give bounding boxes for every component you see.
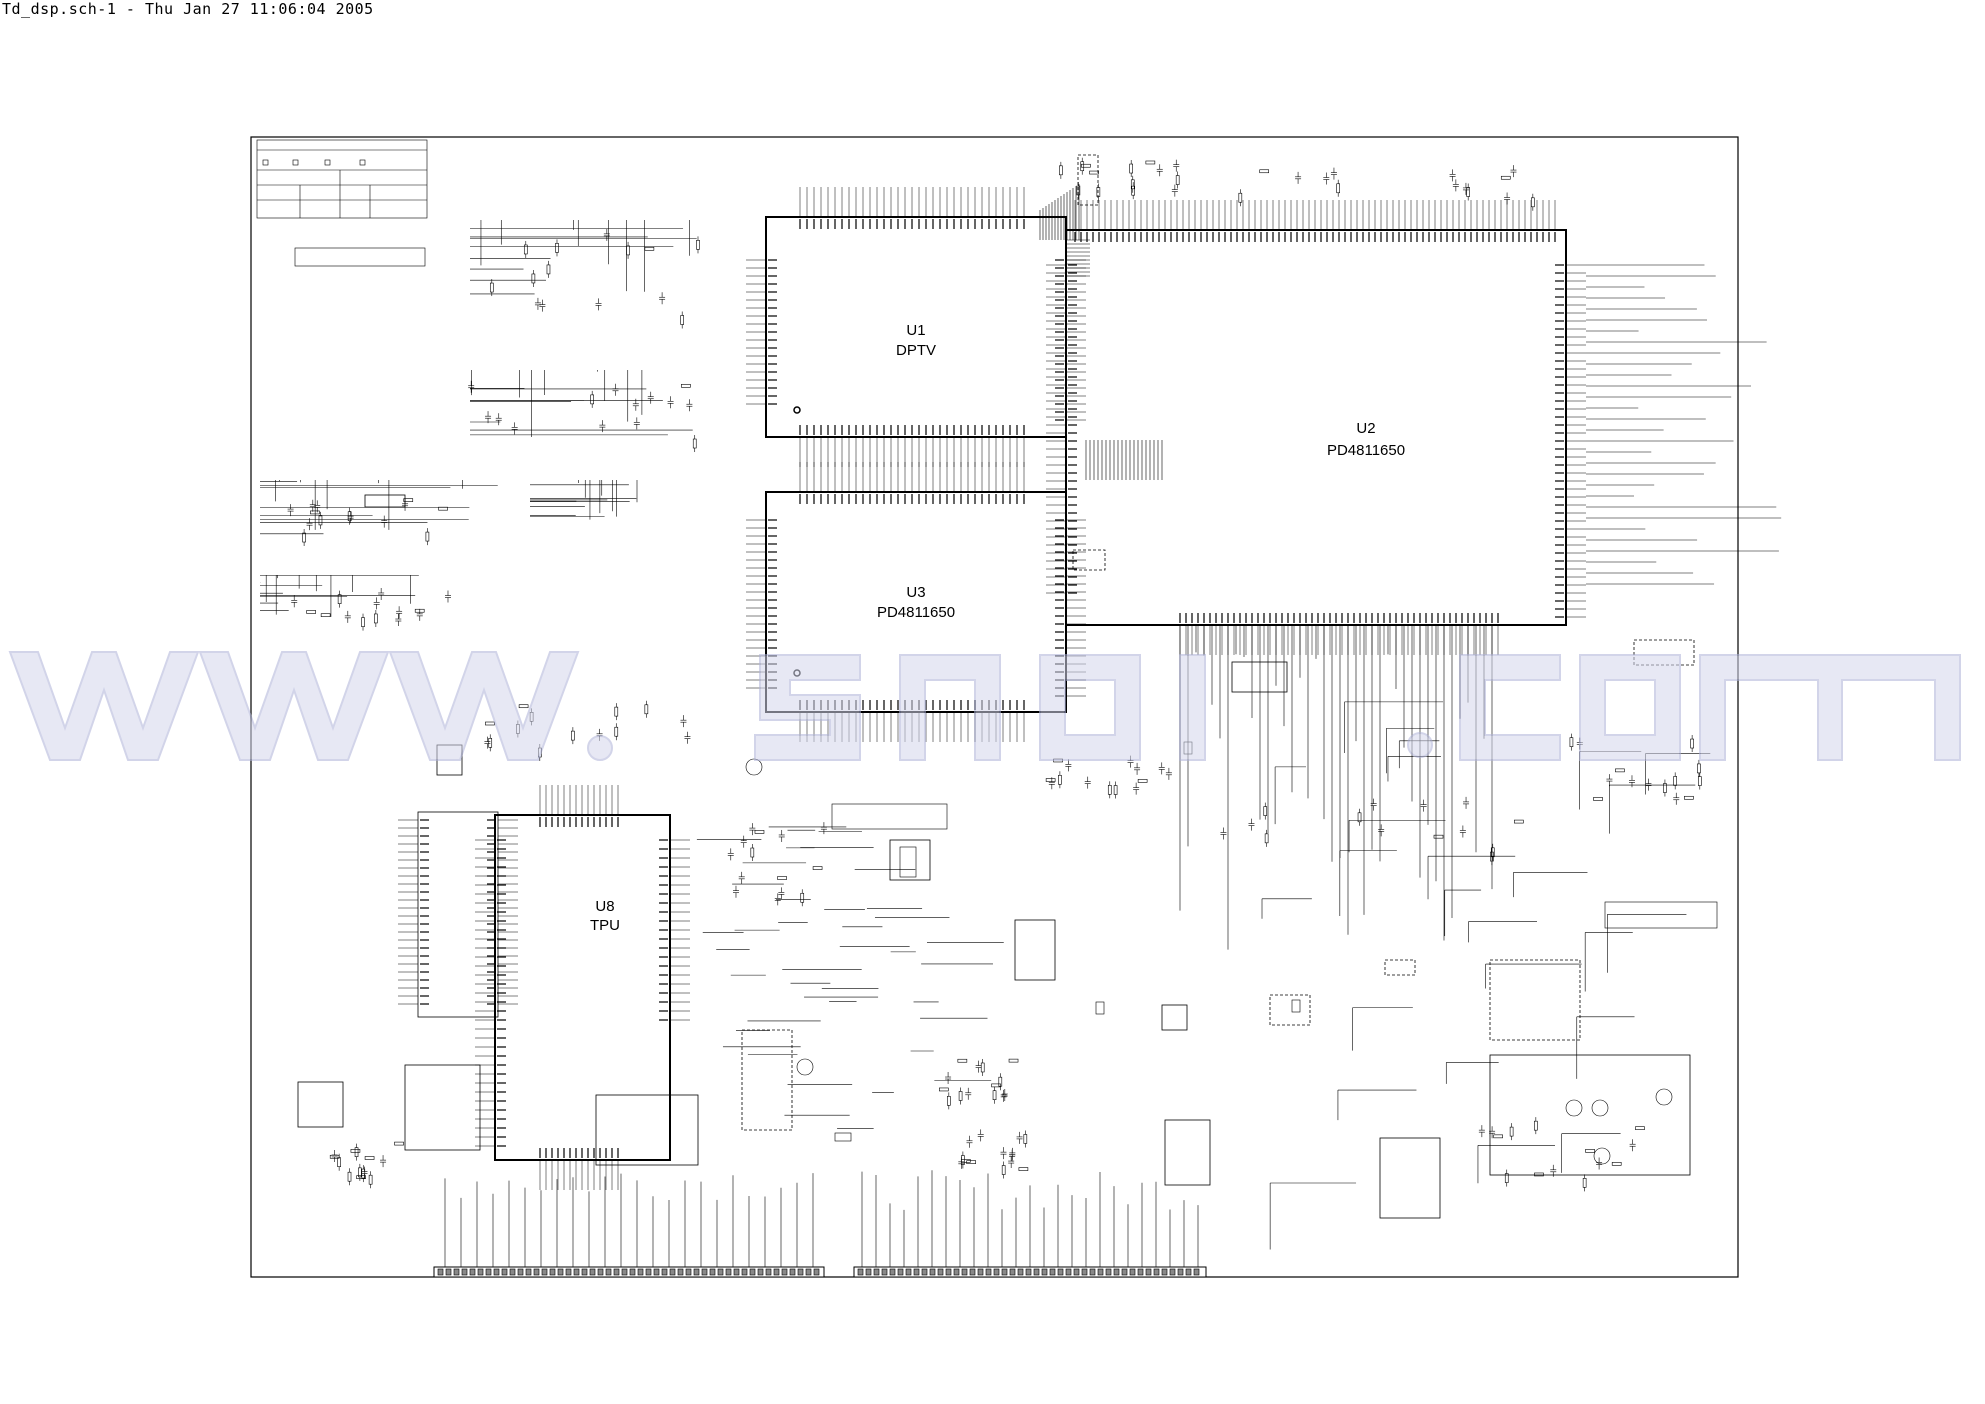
u1-chip-body <box>1065 229 1567 626</box>
u3-part-label: PD4811650 <box>877 604 955 621</box>
u1-part-label: PD4811650 <box>1327 442 1405 459</box>
small-ic-group <box>297 154 1695 1219</box>
u3-ref-label: U3 <box>906 584 925 601</box>
u8-chip-body <box>494 814 671 1161</box>
note-box <box>294 247 426 267</box>
connector-j-left <box>433 1266 825 1278</box>
note-box-2 <box>831 803 948 830</box>
watermark-logo <box>8 651 1961 761</box>
u2-part-label: DPTV <box>896 342 936 359</box>
u8-part-label: TPU <box>590 917 620 934</box>
note-box-3 <box>1604 901 1718 929</box>
title-block <box>256 139 428 219</box>
u2-ref-label: U1 <box>906 322 925 339</box>
u1-ref-label: U2 <box>1356 420 1375 437</box>
u8-ref-label: U8 <box>595 898 614 915</box>
document-title: Td_dsp.sch-1 - Thu Jan 27 11:06:04 2005 <box>2 0 374 18</box>
